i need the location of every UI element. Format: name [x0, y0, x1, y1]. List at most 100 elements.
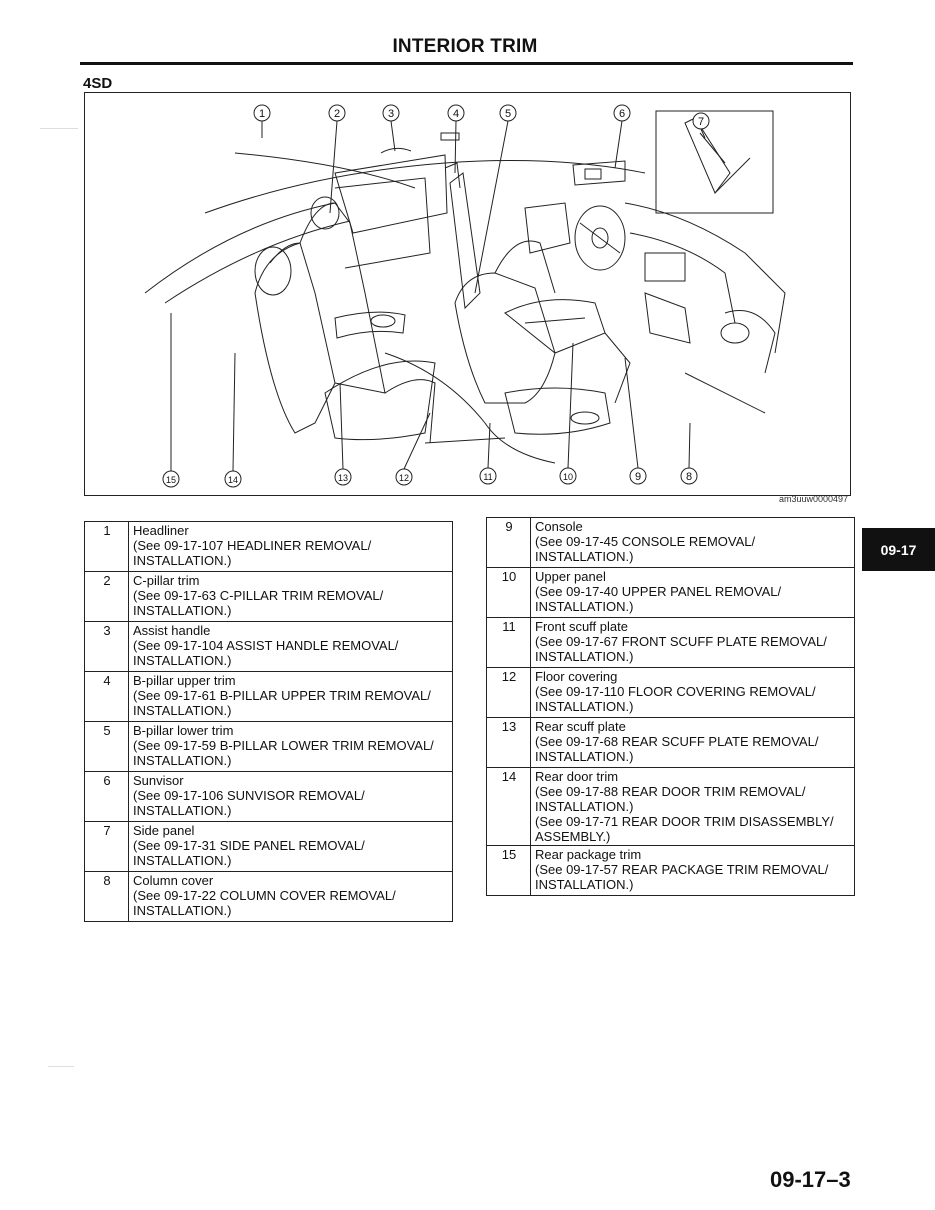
part-reference: (See 09-17-106 SUNVISOR REMOVAL/	[133, 788, 365, 803]
callout-circle	[447, 104, 465, 122]
callout-leader-line	[624, 357, 639, 469]
part-reference: INSTALLATION.)	[133, 703, 232, 718]
callout-circle	[613, 104, 631, 122]
callout-leader-line	[329, 120, 338, 214]
callout-leader-line	[390, 120, 396, 152]
part-number: 13	[486, 717, 531, 768]
callout-leader-line	[487, 422, 491, 469]
section-tab[interactable]: 09-17	[862, 528, 935, 571]
part-description: Column cover(See 09-17-22 COLUMN COVER R…	[128, 871, 453, 922]
part-description: Floor covering(See 09-17-110 FLOOR COVER…	[530, 667, 855, 718]
part-name: Rear package trim	[535, 847, 642, 862]
part-description: Front scuff plate(See 09-17-67 FRONT SCU…	[530, 617, 855, 668]
callout-circle	[162, 470, 180, 488]
part-number: 1	[84, 521, 129, 572]
part-reference: (See 09-17-59 B-PILLAR LOWER TRIM REMOVA…	[133, 738, 434, 753]
part-number: 10	[486, 567, 531, 618]
part-reference: ASSEMBLY.)	[535, 829, 611, 844]
part-name: Column cover	[133, 873, 214, 888]
callout-label: 13	[338, 473, 348, 483]
part-description: Rear door trim(See 09-17-88 REAR DOOR TR…	[530, 767, 855, 846]
callout-leader-line	[688, 422, 691, 469]
callout-circle	[334, 468, 352, 486]
part-reference: INSTALLATION.)	[133, 603, 232, 618]
margin-mark	[48, 1066, 74, 1067]
callout-leader-line	[232, 352, 236, 472]
callout-circle	[382, 104, 400, 122]
part-number: 6	[84, 771, 129, 822]
part-reference: (See 09-17-110 FLOOR COVERING REMOVAL/	[535, 684, 816, 699]
part-description: C-pillar trim(See 09-17-63 C-PILLAR TRIM…	[128, 571, 453, 622]
callout-label: 2	[334, 108, 340, 120]
part-reference: INSTALLATION.)	[535, 649, 634, 664]
part-reference: (See 09-17-68 REAR SCUFF PLATE REMOVAL/	[535, 734, 819, 749]
part-description: B-pillar upper trim(See 09-17-61 B-PILLA…	[128, 671, 453, 722]
callout-circle	[629, 467, 647, 485]
part-description: Headliner(See 09-17-107 HEADLINER REMOVA…	[128, 521, 453, 572]
callout-label: 7	[698, 116, 704, 128]
part-name: Console	[535, 519, 583, 534]
part-reference: (See 09-17-88 REAR DOOR TRIM REMOVAL/	[535, 784, 806, 799]
part-name: Sunvisor	[133, 773, 184, 788]
callout-leader-line	[567, 342, 574, 469]
page-number: 09-17–3	[770, 1167, 851, 1192]
margin-mark	[40, 128, 78, 129]
callout-leader-line	[339, 382, 344, 470]
part-number: 3	[84, 621, 129, 672]
part-name: Rear door trim	[535, 769, 619, 784]
callout-leader-line	[700, 128, 706, 139]
callout-label: 1	[259, 108, 265, 120]
callout-circle	[499, 104, 517, 122]
part-reference: (See 09-17-67 FRONT SCUFF PLATE REMOVAL/	[535, 634, 827, 649]
part-description: Side panel(See 09-17-31 SIDE PANEL REMOV…	[128, 821, 453, 872]
callout-label: 3	[388, 108, 394, 120]
callout-circle	[328, 104, 346, 122]
part-name: Headliner	[133, 523, 189, 538]
part-reference: (See 09-17-107 HEADLINER REMOVAL/	[133, 538, 372, 553]
part-reference: (See 09-17-57 REAR PACKAGE TRIM REMOVAL/	[535, 862, 829, 877]
section-label: 4SD	[83, 75, 113, 92]
part-number: 4	[84, 671, 129, 722]
callout-label: 9	[635, 471, 641, 483]
part-number: 2	[84, 571, 129, 622]
part-description: B-pillar lower trim(See 09-17-59 B-PILLA…	[128, 721, 453, 772]
callout-label: 5	[505, 108, 511, 120]
part-reference: (See 09-17-71 REAR DOOR TRIM DISASSEMBLY…	[535, 814, 834, 829]
part-name: B-pillar upper trim	[133, 673, 236, 688]
callout-leaders	[170, 120, 706, 472]
callout-label: 15	[166, 475, 176, 485]
part-description: Console(See 09-17-45 CONSOLE REMOVAL/INS…	[530, 517, 855, 568]
callout-circle	[692, 112, 710, 130]
callout-leader-line	[403, 412, 431, 470]
part-name: C-pillar trim	[133, 573, 200, 588]
callout-label: 10	[563, 472, 573, 482]
part-name: Floor covering	[535, 669, 618, 684]
part-number: 9	[486, 517, 531, 568]
part-reference: INSTALLATION.)	[535, 877, 634, 892]
callout-label: 14	[228, 475, 238, 485]
part-number: 5	[84, 721, 129, 772]
callout-circle	[559, 467, 577, 485]
callout-leader-line	[614, 120, 623, 169]
part-number: 11	[486, 617, 531, 668]
part-name: Side panel	[133, 823, 195, 838]
callout-circle	[224, 470, 242, 488]
part-description: Assist handle(See 09-17-104 ASSIST HANDL…	[128, 621, 453, 672]
callout-label: 4	[453, 108, 459, 120]
part-reference: INSTALLATION.)	[535, 799, 634, 814]
part-description: Rear scuff plate(See 09-17-68 REAR SCUFF…	[530, 717, 855, 768]
part-reference: INSTALLATION.)	[133, 753, 232, 768]
